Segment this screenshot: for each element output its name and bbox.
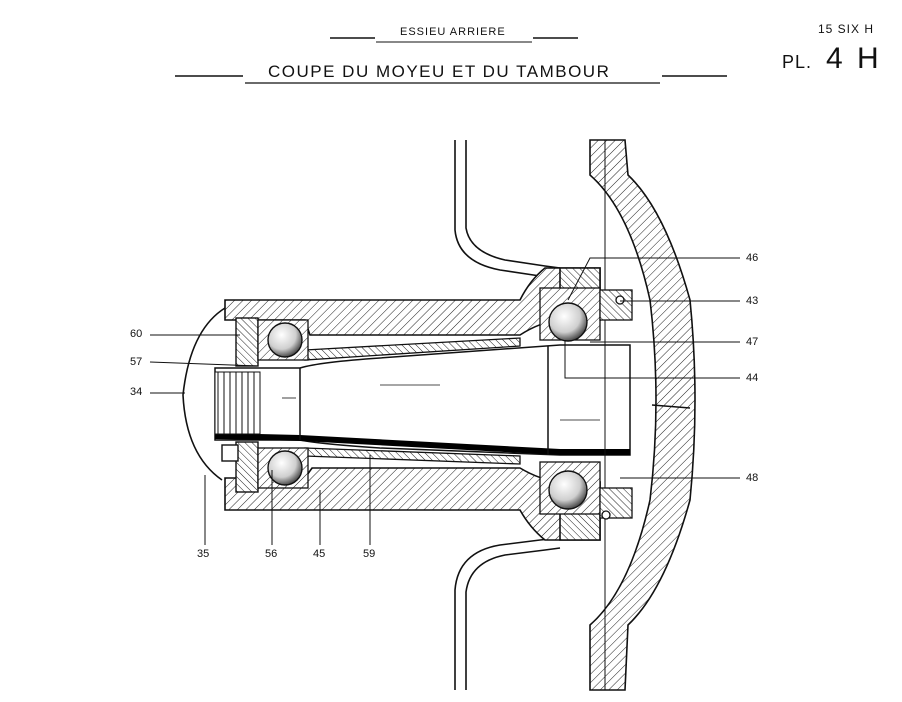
callout-34: 34	[130, 386, 143, 398]
oil-seal-upper	[599, 289, 633, 321]
outer-bearing-upper	[539, 287, 601, 342]
inner-bearing-upper	[257, 319, 309, 361]
callout-45: 45	[313, 548, 326, 560]
threaded-end	[214, 371, 261, 435]
drawing-title: COUPE DU MOYEU ET DU TAMBOUR	[268, 62, 611, 81]
inner-bearing-lower	[257, 447, 309, 489]
callout-46: 46	[746, 252, 759, 264]
callout-56: 56	[265, 548, 278, 560]
plate-number: 4 H	[826, 42, 882, 75]
leader-lines	[149, 257, 740, 545]
header-rules	[175, 37, 727, 84]
callout-48: 48	[746, 472, 759, 484]
drawing-subtitle: ESSIEU ARRIERE	[400, 26, 506, 38]
plate-prefix: PL.	[782, 52, 813, 72]
hub-cap	[182, 307, 226, 481]
oil-seal-lower	[599, 487, 633, 520]
callout-60: 60	[130, 328, 143, 340]
callout-57: 57	[130, 356, 143, 368]
callout-59: 59	[363, 548, 376, 560]
outer-bearing-lower	[539, 461, 601, 515]
callout-47: 47	[746, 336, 759, 348]
callout-35: 35	[197, 548, 210, 560]
axle-shaft	[214, 344, 631, 456]
callout-43: 43	[746, 295, 759, 307]
callout-44: 44	[746, 372, 759, 384]
drawing-reference: 15 SIX H	[818, 22, 875, 36]
backing-plate	[454, 140, 561, 690]
